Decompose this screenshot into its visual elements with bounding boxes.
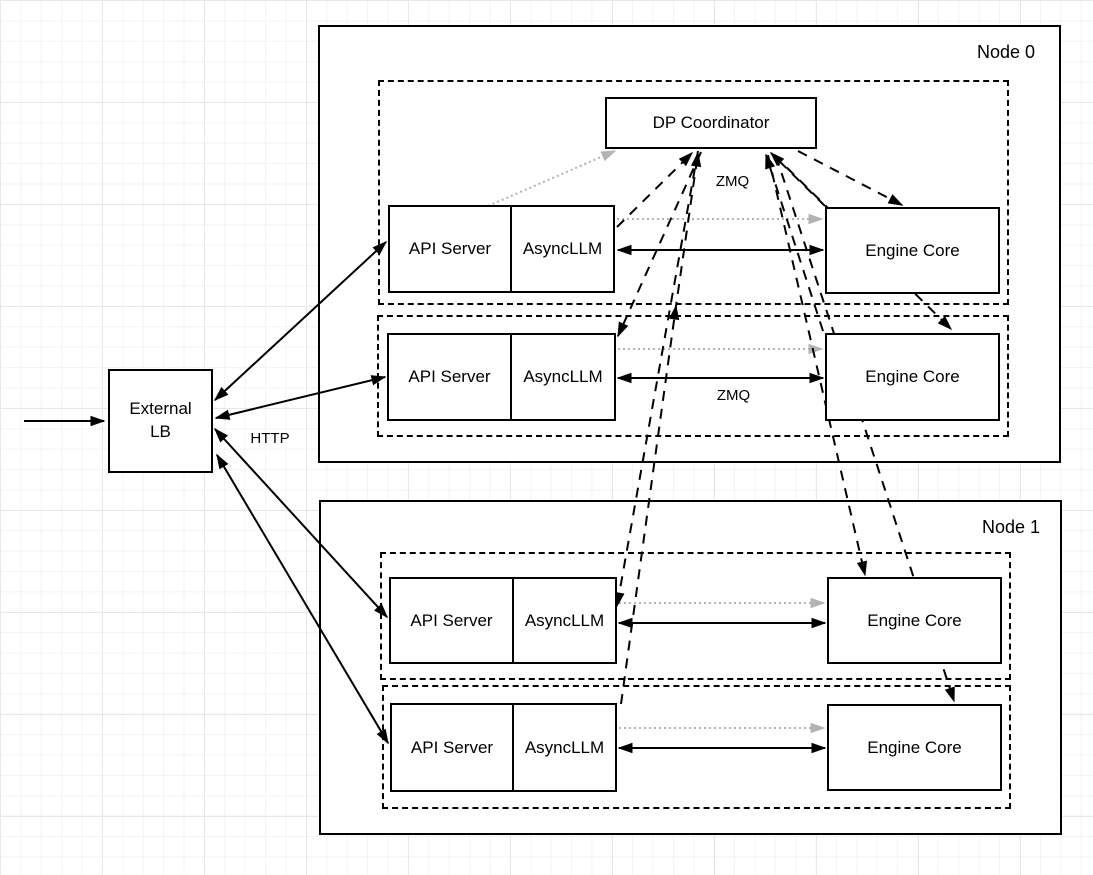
engine-core-box-node1-row1: Engine Core — [827, 704, 1002, 791]
api-server-label: API Server — [408, 367, 491, 386]
asyncllm-box: AsyncLLM — [514, 705, 615, 790]
engine-core-label: Engine Core — [865, 240, 960, 260]
edge-lb-api1r2 — [216, 453, 389, 745]
edge-lb-api1r1 — [213, 427, 389, 619]
api-async-box-node0-row1: API Server AsyncLLM — [387, 333, 616, 421]
edge-lb-api0r2 — [214, 375, 387, 420]
edge-dp-to-async0r2 — [617, 151, 702, 338]
zmq-label-row1: ZMQ — [715, 173, 750, 190]
edge-async1r2-to-dp — [620, 151, 702, 705]
api-server-box: API Server — [392, 705, 514, 790]
api-server-box: API Server — [390, 207, 512, 291]
edge-engine0r2-to-dp — [765, 153, 824, 332]
asyncllm-label: AsyncLLM — [523, 367, 603, 386]
zmq-label-row2: ZMQ — [716, 387, 751, 404]
api-server-box: API Server — [391, 579, 514, 662]
asyncllm-box: AsyncLLM — [514, 579, 615, 662]
engine-core-label: Engine Core — [867, 737, 962, 757]
api-server-label: API Server — [410, 610, 493, 630]
node1-rank1-group — [382, 685, 1011, 809]
asyncllm-label: AsyncLLM — [524, 737, 605, 757]
external-lb-label-line2: LB — [150, 422, 171, 441]
api-server-label: API Server — [410, 737, 494, 757]
api-async-box-node1-row0: API Server AsyncLLM — [389, 577, 617, 664]
engine-core-box-node1-row0: Engine Core — [827, 577, 1002, 664]
dp-coordinator-label: DP Coordinator — [652, 113, 770, 132]
node1-label: Node 1 — [982, 517, 1041, 537]
api-server-box: API Server — [389, 335, 512, 419]
http-label: HTTP — [250, 430, 290, 447]
node0-label: Node 0 — [977, 42, 1036, 62]
engine-core-box-node0-row0: Engine Core — [825, 207, 1000, 294]
edge-async0r1-dp-dotted — [487, 150, 617, 207]
engine-core-box-node0-row1: Engine Core — [825, 333, 1000, 421]
api-async-box-node1-row1: API Server AsyncLLM — [390, 703, 617, 792]
edge-dp-to-engine0r2 — [773, 154, 953, 331]
dp-coordinator-box: DP Coordinator — [605, 97, 817, 149]
edge-lb-api0r1 — [213, 240, 388, 402]
engine-core-label: Engine Core — [865, 367, 960, 386]
asyncllm-box: AsyncLLM — [512, 335, 614, 419]
asyncllm-label: AsyncLLM — [524, 610, 605, 630]
engine-core-label: Engine Core — [867, 610, 962, 630]
asyncllm-label: AsyncLLM — [522, 239, 603, 258]
api-server-label: API Server — [408, 239, 492, 258]
asyncllm-box: AsyncLLM — [512, 207, 613, 291]
external-lb-box: External LB — [108, 369, 213, 473]
edge-async0r1-to-dp — [616, 151, 694, 228]
external-lb-label-line1: External — [129, 399, 192, 419]
api-async-box-node0-row0: API Server AsyncLLM — [388, 205, 615, 293]
edge-dp-to-engine0r1 — [797, 150, 904, 206]
